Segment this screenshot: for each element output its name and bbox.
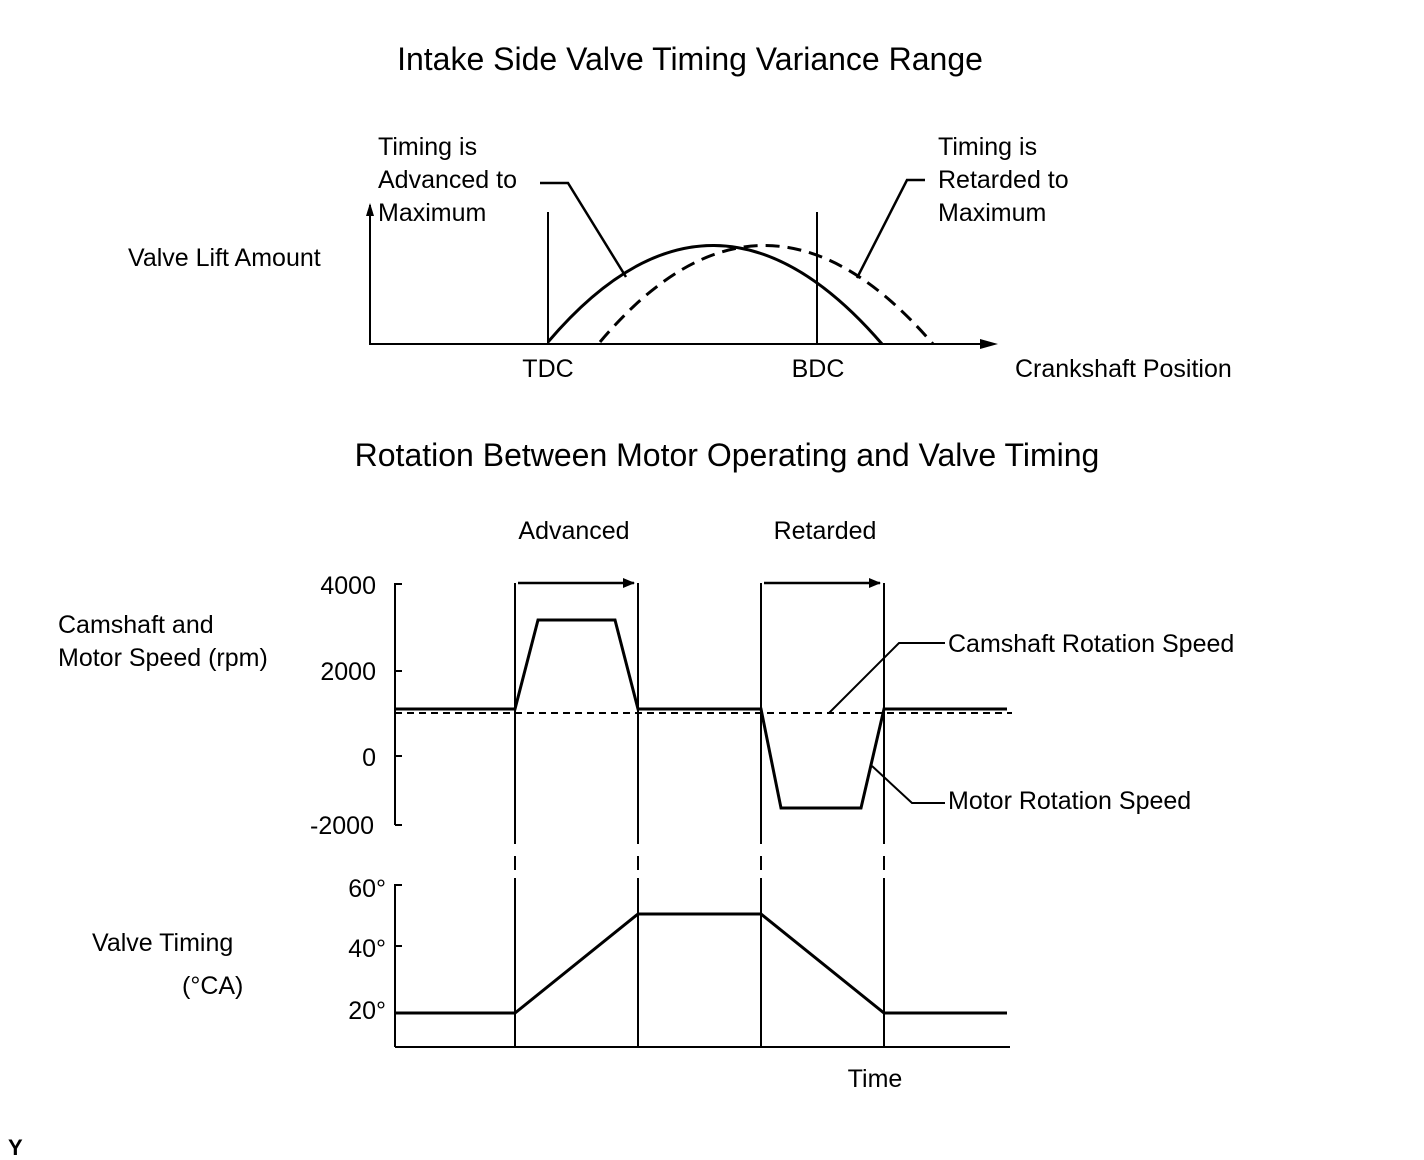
motor-callout-leader [871, 765, 945, 804]
timing-tick-label-20: 20° [348, 997, 386, 1025]
retarded-phase-label: Retarded [774, 517, 877, 545]
time-axis-label: Time [848, 1065, 903, 1093]
x-axis-arrow [980, 339, 998, 349]
advanced-callout-leader [540, 181, 628, 278]
y-axis-arrow [366, 203, 374, 216]
speed-tick-label-2000: 2000 [320, 658, 376, 686]
bdc-label: BDC [792, 355, 845, 383]
valve-timing-range-title: Intake Side Valve Timing Variance Range [397, 41, 983, 77]
motor-timing-title: Rotation Between Motor Operating and Val… [355, 437, 1100, 473]
timing-tick-label-60: 60° [348, 875, 386, 903]
retarded-callout-line3: Maximum [938, 199, 1046, 227]
motor-speed-trace [395, 618, 1007, 810]
retarded-lift-curve [598, 244, 935, 345]
corner-mark: Y [8, 1135, 23, 1160]
crankshaft-axis-label: Crankshaft Position [1015, 355, 1232, 383]
advanced-callout-line1: Timing is [378, 133, 477, 161]
timing-tick-label-40: 40° [348, 935, 386, 963]
timing-axis-label-line2: (°CA) [182, 972, 243, 1000]
phase-boundary-lines [514, 583, 885, 1047]
valve-timing-trace [395, 912, 1007, 1015]
motor-rotation-label: Motor Rotation Speed [948, 787, 1191, 815]
speed-axis-label-line2: Motor Speed (rpm) [58, 644, 268, 672]
timing-axis-label-line1: Valve Timing [92, 929, 233, 957]
speed-tick-label-0: 0 [362, 744, 376, 772]
speed-axis-label-line1: Camshaft and [58, 611, 214, 639]
advanced-callout-line2: Advanced to [378, 166, 517, 194]
tdc-label: TDC [522, 355, 573, 383]
speed-tick-label-4000: 4000 [320, 572, 376, 600]
advanced-callout-line3: Maximum [378, 199, 486, 227]
camshaft-rotation-label: Camshaft Rotation Speed [948, 630, 1234, 658]
advanced-phase-label: Advanced [518, 517, 629, 545]
retarded-callout-leader [855, 178, 925, 279]
retarded-callout-line1: Timing is [938, 133, 1037, 161]
camshaft-callout-leader [828, 642, 945, 714]
valve-lift-axis-label: Valve Lift Amount [128, 244, 321, 272]
speed-tick-label-minus2000: -2000 [310, 812, 374, 840]
retarded-callout-line2: Retarded to [938, 166, 1069, 194]
advanced-lift-curve [546, 244, 884, 345]
